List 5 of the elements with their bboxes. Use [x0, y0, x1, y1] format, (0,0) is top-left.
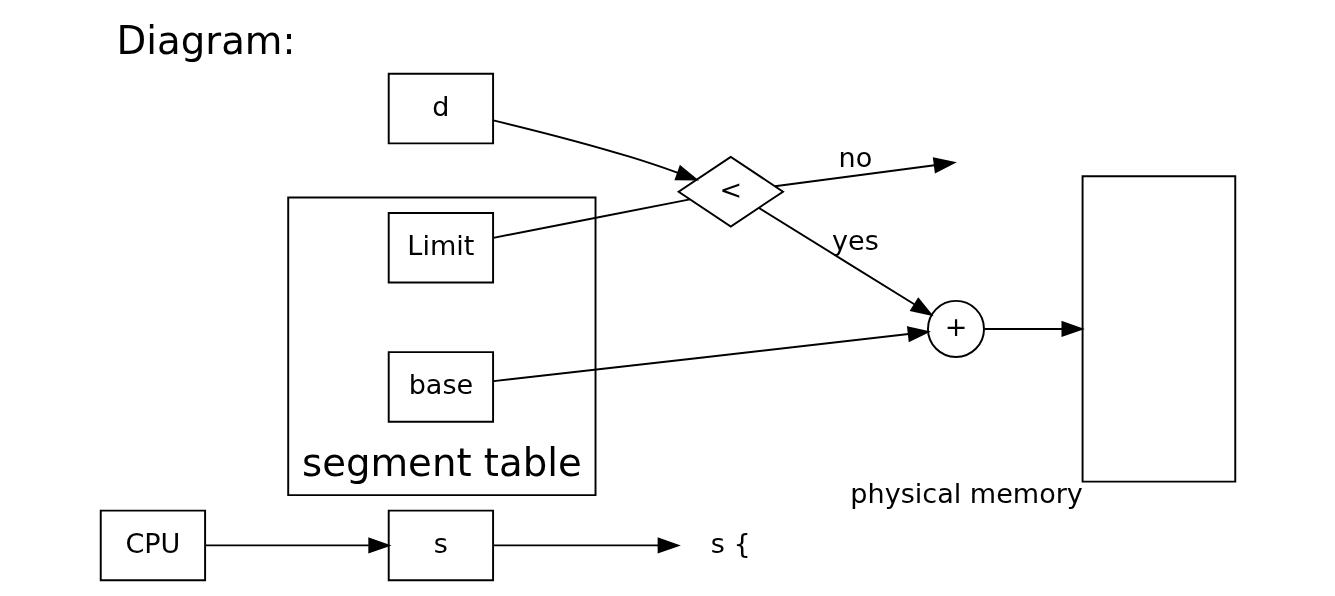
- node-text: s {: [710, 527, 751, 559]
- diagram-title: Diagram:: [116, 18, 296, 64]
- edge-label: no: [838, 141, 872, 173]
- node-label: physical memory: [849, 478, 1083, 510]
- edge-label: yes: [831, 225, 879, 257]
